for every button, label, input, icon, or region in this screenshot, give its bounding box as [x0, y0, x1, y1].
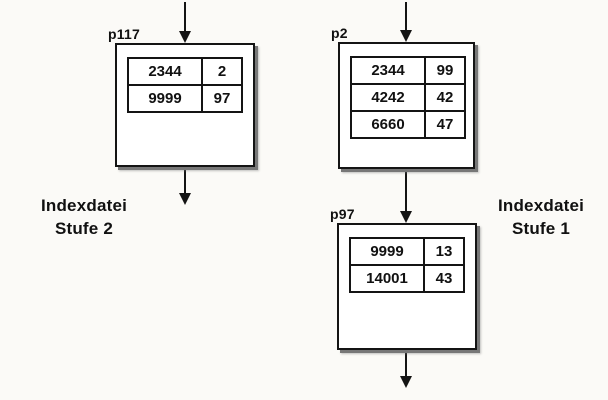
key-cell: 2344: [127, 57, 203, 86]
node-p117: p117 2344 2 9999 97: [108, 26, 255, 167]
key-cell: 4242: [350, 83, 426, 112]
table-row: 9999 97: [127, 84, 243, 113]
pointer-cell: 13: [423, 237, 465, 266]
pointer-cell: 97: [201, 84, 243, 113]
node-label-p97: p97: [330, 206, 355, 222]
key-cell: 2344: [350, 56, 426, 85]
table-row: 14001 43: [349, 264, 465, 293]
table-row: 4242 42: [350, 83, 466, 112]
key-cell: 6660: [350, 110, 426, 139]
arrow-down-icon: [400, 211, 412, 223]
arrow-p2-to-p97: [400, 169, 412, 223]
node-label-p2: p2: [331, 25, 348, 41]
caption-line: Indexdatei: [497, 196, 585, 215]
arrow-into-p117: [179, 2, 191, 43]
arrow-into-p2: [400, 2, 412, 42]
arrow-shaft: [184, 2, 186, 31]
table-row: 2344 99: [350, 56, 466, 85]
index-table-p97: 9999 13 14001 43: [349, 237, 465, 293]
node-p2: p2 2344 99 4242 42 6660 47: [331, 25, 475, 169]
pointer-cell: 42: [424, 83, 466, 112]
pointer-cell: 47: [424, 110, 466, 139]
node-label-p117: p117: [108, 26, 140, 42]
arrow-down-icon: [400, 30, 412, 42]
key-cell: 14001: [349, 264, 425, 293]
table-row: 6660 47: [350, 110, 466, 139]
index-table-p2: 2344 99 4242 42 6660 47: [350, 56, 466, 139]
caption-line: Indexdatei: [40, 196, 128, 215]
arrow-shaft: [405, 169, 407, 211]
caption-line: Stufe 2: [54, 219, 114, 238]
arrow-out-of-p117: [179, 167, 191, 205]
arrow-shaft: [184, 167, 186, 193]
caption-indexdatei-stufe-2: Indexdatei Stufe 2: [10, 194, 158, 240]
arrow-down-icon: [179, 193, 191, 205]
node-p97: p97 9999 13 14001 43: [330, 206, 477, 350]
table-row: 2344 2: [127, 57, 243, 86]
arrow-shaft: [405, 350, 407, 376]
key-cell: 9999: [127, 84, 203, 113]
caption-line: Stufe 1: [511, 219, 571, 238]
table-row: 9999 13: [349, 237, 465, 266]
pointer-cell: 43: [423, 264, 465, 293]
arrow-shaft: [405, 2, 407, 30]
arrow-down-icon: [400, 376, 412, 388]
key-cell: 9999: [349, 237, 425, 266]
arrow-out-of-p97: [400, 350, 412, 388]
arrow-down-icon: [179, 31, 191, 43]
caption-indexdatei-stufe-1: Indexdatei Stufe 1: [478, 194, 604, 240]
pointer-cell: 2: [201, 57, 243, 86]
pointer-cell: 99: [424, 56, 466, 85]
index-table-p117: 2344 2 9999 97: [127, 57, 243, 113]
